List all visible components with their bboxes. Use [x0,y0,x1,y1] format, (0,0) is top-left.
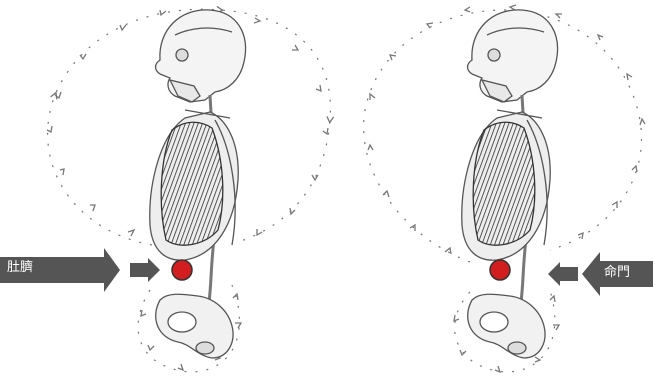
right-figure [364,5,653,372]
right-muscles [473,122,535,245]
left-arrow-label: 肚臍 [7,260,33,276]
left-muscles [161,122,223,245]
right-arrow [548,252,653,296]
right-navel-dot [490,260,510,280]
left-navel-dot [172,260,192,280]
right-skeleton [462,10,558,358]
left-figure [0,9,330,372]
left-skull [156,10,246,102]
right-skull [468,10,558,102]
left-skeleton [150,10,246,358]
right-arrow-label: 命門 [604,265,630,281]
